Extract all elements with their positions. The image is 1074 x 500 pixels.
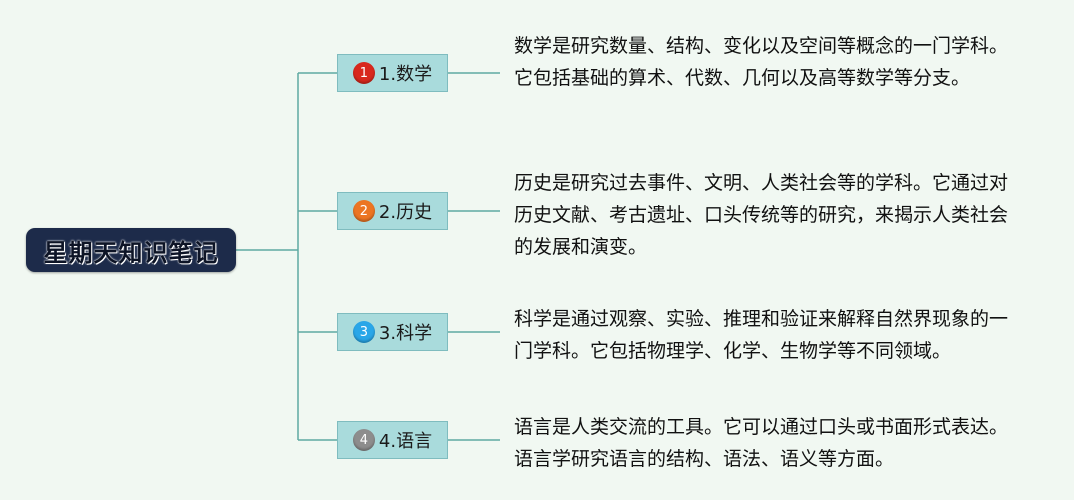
branch-label-history: 2.历史 <box>378 202 433 223</box>
root-topic[interactable]: 星期天知识笔记 <box>26 228 236 272</box>
branch-label-math: 1.数学 <box>378 64 433 85</box>
branch-topic-math[interactable]: 1 1.数学 <box>337 54 448 92</box>
branch-topic-science[interactable]: 3 3.科学 <box>337 313 448 351</box>
branch-topic-language[interactable]: 4 4.语言 <box>337 421 448 459</box>
branch-label-language: 4.语言 <box>378 431 433 452</box>
priority-1-icon: 1 <box>352 62 375 84</box>
branch-label-science: 3.科学 <box>378 323 433 344</box>
note-math[interactable]: 数学是研究数量、结构、变化以及空间等概念的一门学科。它包括基础的算术、代数、几何… <box>514 35 1009 89</box>
note-science[interactable]: 科学是通过观察、实验、推理和验证来解释自然界现象的一门学科。它包括物理学、化学、… <box>514 308 1009 362</box>
note-language[interactable]: 语言是人类交流的工具。它可以通过口头或书面形式表达。语言学研究语言的结构、语法、… <box>514 416 1009 470</box>
note-history[interactable]: 历史是研究过去事件、文明、人类社会等的学科。它通过对历史文献、考古遗址、口头传统… <box>514 172 1009 258</box>
priority-3-icon: 3 <box>352 321 375 343</box>
priority-4-icon: 4 <box>352 429 375 451</box>
branch-topic-history[interactable]: 2 2.历史 <box>337 192 448 230</box>
root-topic-label: 星期天知识笔记 <box>43 238 219 267</box>
priority-2-icon: 2 <box>352 200 375 222</box>
